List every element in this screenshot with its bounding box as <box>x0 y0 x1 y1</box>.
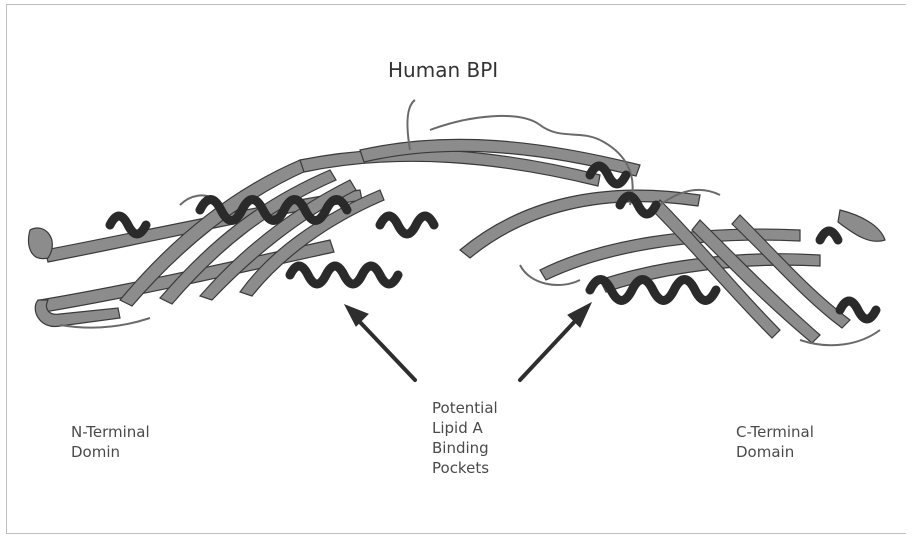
alpha-helix <box>590 280 716 301</box>
alpha-helix <box>110 216 146 234</box>
alpha-helix <box>380 216 434 234</box>
figure-title: Human BPI <box>388 58 498 82</box>
beta-strand <box>29 228 53 259</box>
pointer-arrows <box>345 303 591 380</box>
beta-sheet-strands <box>29 139 885 343</box>
arrowhead <box>345 305 368 326</box>
n-terminal-domain-label: N-Terminal Domin <box>71 422 150 462</box>
arrow-to-n-pocket <box>358 320 415 380</box>
arrow-to-c-pocket <box>520 318 578 380</box>
loop <box>430 116 600 140</box>
alpha-helix <box>290 266 398 284</box>
c-terminal-domain-label: C-Terminal Domain <box>736 422 814 462</box>
beta-strand <box>460 190 700 258</box>
alpha-helix <box>820 231 838 240</box>
beta-strand <box>838 210 885 241</box>
lipid-binding-pockets-label: Potential Lipid A Binding Pockets <box>432 398 498 478</box>
